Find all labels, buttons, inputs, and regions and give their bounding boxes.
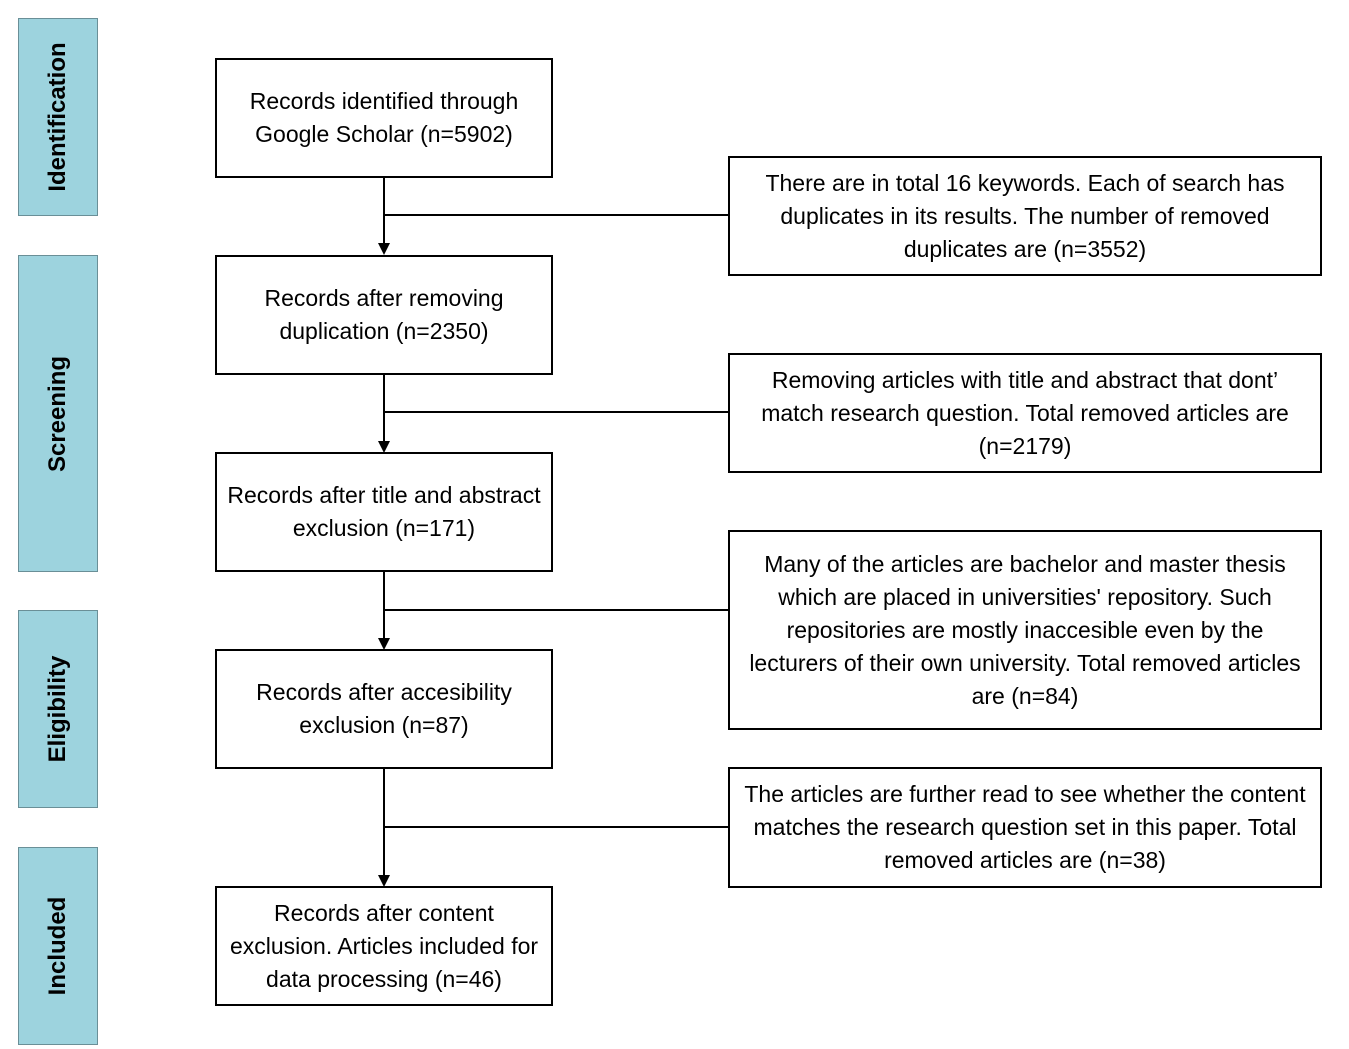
title-abstract-excluded-box: Removing articles with title and abstrac… [728,353,1322,473]
phase-eligibility: Eligibility [18,610,98,808]
box-text: Records after removing duplication (n=23… [264,285,504,344]
box-text: Records after content exclusion. Article… [229,899,539,992]
phase-screening: Screening [18,255,98,572]
records-identified-box: Records identified through Google Schola… [215,58,553,178]
box-text: The articles are further read to see whe… [744,781,1306,873]
box-text: Records after accesibility exclusion (n=… [256,679,512,738]
phase-identification: Identification [18,18,98,216]
box-text: Records identified through Google Schola… [249,88,519,147]
box-text: Removing articles with title and abstrac… [761,366,1289,459]
records-after-deduplication-box: Records after removing duplication (n=23… [215,255,553,375]
inaccessible-excluded-box: Many of the articles are bachelor and ma… [728,530,1322,730]
content-excluded-box: The articles are further read to see whe… [728,767,1322,888]
box-text: Records after title and abstract exclusi… [227,482,541,541]
duplicates-removed-box: There are in total 16 keywords. Each of … [728,156,1322,276]
box-text: There are in total 16 keywords. Each of … [765,169,1285,262]
phase-included: Included [18,847,98,1045]
box-text: Many of the articles are bachelor and ma… [749,550,1301,709]
records-included-box: Records after content exclusion. Article… [215,886,553,1006]
records-after-accessibility-box: Records after accesibility exclusion (n=… [215,649,553,769]
records-after-title-abstract-box: Records after title and abstract exclusi… [215,452,553,572]
